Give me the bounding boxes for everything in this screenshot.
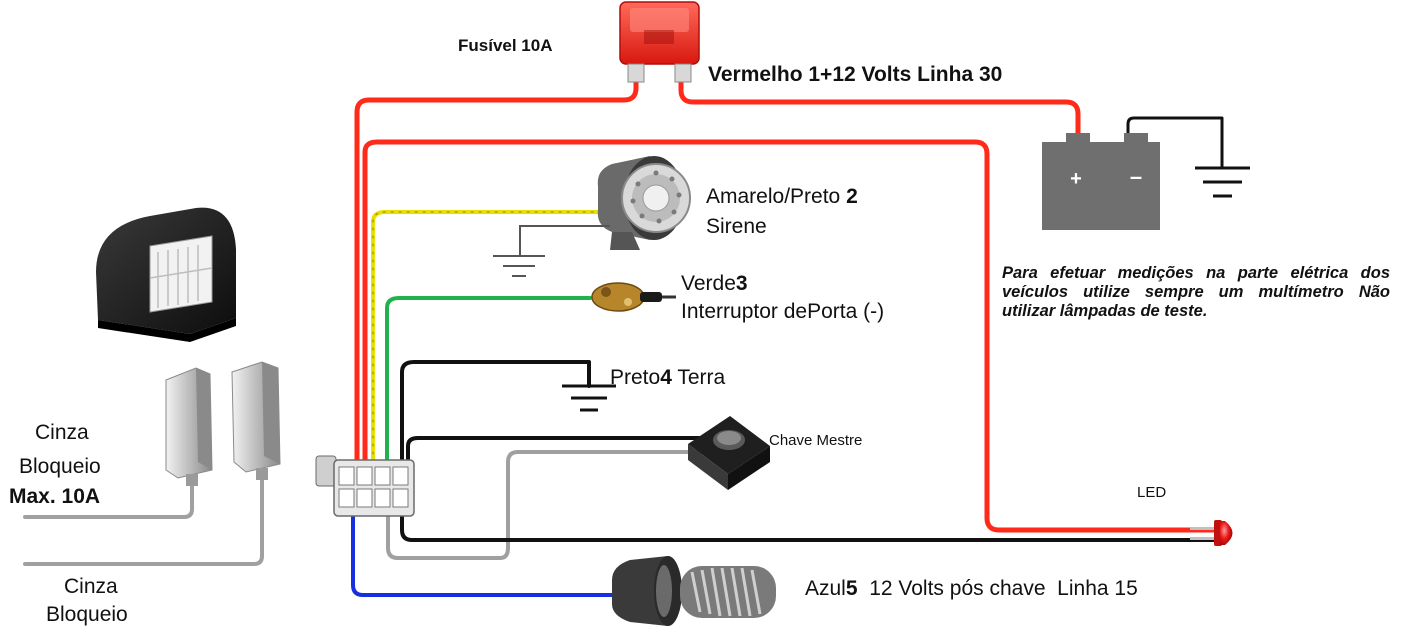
door-wire-color: Verde: [681, 272, 736, 295]
siren-wire-color: Amarelo/Preto: [706, 185, 847, 208]
ground-wire-name: Terra: [671, 366, 726, 389]
siren-wire-number: 2: [846, 185, 858, 208]
blue-wire-color: Azul: [805, 577, 846, 600]
siren-name-label: Sirene: [706, 215, 767, 238]
black-wire-to-master-key: [406, 436, 702, 472]
battery-icon: + –: [1042, 133, 1160, 230]
siren-icon: [597, 156, 691, 250]
battery-ground-icon: [1195, 166, 1250, 198]
door-name-label: Interruptor dePorta (-): [681, 300, 885, 323]
red-wire-to-battery: [678, 75, 1081, 145]
blue-wire-label: Azul5 12 Volts pós chave Linha 15: [805, 577, 1138, 601]
door-switch-icon: [591, 282, 676, 312]
black-wire-to-ground: [400, 360, 591, 472]
measurement-note: Para efetuar medições na parte elétrica …: [1002, 264, 1390, 320]
lock-1-label-line-3: Max. 10A: [9, 485, 101, 508]
lock-1-label-line-1: Cinza: [35, 421, 89, 444]
fuse-icon: [619, 1, 700, 83]
fuse-label: Fusível 10A: [458, 36, 553, 55]
ignition-switch-icon: [612, 556, 776, 626]
wires: [23, 75, 1224, 597]
door-wire-label: Verde3: [681, 272, 748, 296]
lock-1-label-line-2: Bloqueio: [19, 455, 101, 478]
gray-wire-master-key: [386, 450, 702, 560]
ground-wire-label: Preto4 Terra: [610, 366, 725, 390]
lock-2-label-line-1: Cinza: [64, 575, 118, 598]
blue-wire-number: 5: [845, 577, 858, 600]
relay-2-icon: [231, 361, 281, 480]
black-wire-to-led: [400, 496, 1216, 542]
ground-wire-number: 4: [660, 366, 672, 389]
red-wire-to-led: [362, 139, 1217, 533]
gray-wire-lock-2: [23, 473, 264, 566]
main-connector-icon: [315, 455, 415, 517]
alarm-module-icon: [96, 207, 236, 342]
master-key-label: Chave Mestre: [769, 432, 863, 449]
led-icon: [1190, 520, 1233, 546]
relay-1-icon: [165, 367, 213, 486]
siren-wire-label: Amarelo/Preto 2: [706, 185, 858, 209]
battery-plus: +: [1070, 168, 1082, 190]
led-label: LED: [1137, 484, 1167, 501]
red-wire-label: Vermelho 1+12 Volts Linha 30: [708, 63, 1003, 86]
battery-ground-wire: [1126, 116, 1224, 168]
door-wire-number: 3: [735, 272, 748, 295]
blue-wire-name: 12 Volts pós chave Linha 15: [857, 577, 1138, 600]
yellow-wire-to-siren: [371, 210, 602, 472]
lock-2-label-line-2: Bloqueio: [46, 603, 128, 626]
battery-minus: –: [1130, 164, 1142, 189]
ground-wire-color: Preto: [610, 366, 661, 389]
siren-ground-icon: [493, 255, 545, 277]
master-key-button-icon: [688, 416, 770, 490]
ground-icon: [562, 384, 616, 412]
green-wire-to-door-switch: [385, 296, 592, 472]
siren-ground-wire: [519, 225, 610, 256]
blue-wire-to-ignition: [351, 496, 614, 597]
red-wire-to-fuse: [354, 75, 639, 473]
gray-wire-lock-1: [23, 473, 194, 519]
